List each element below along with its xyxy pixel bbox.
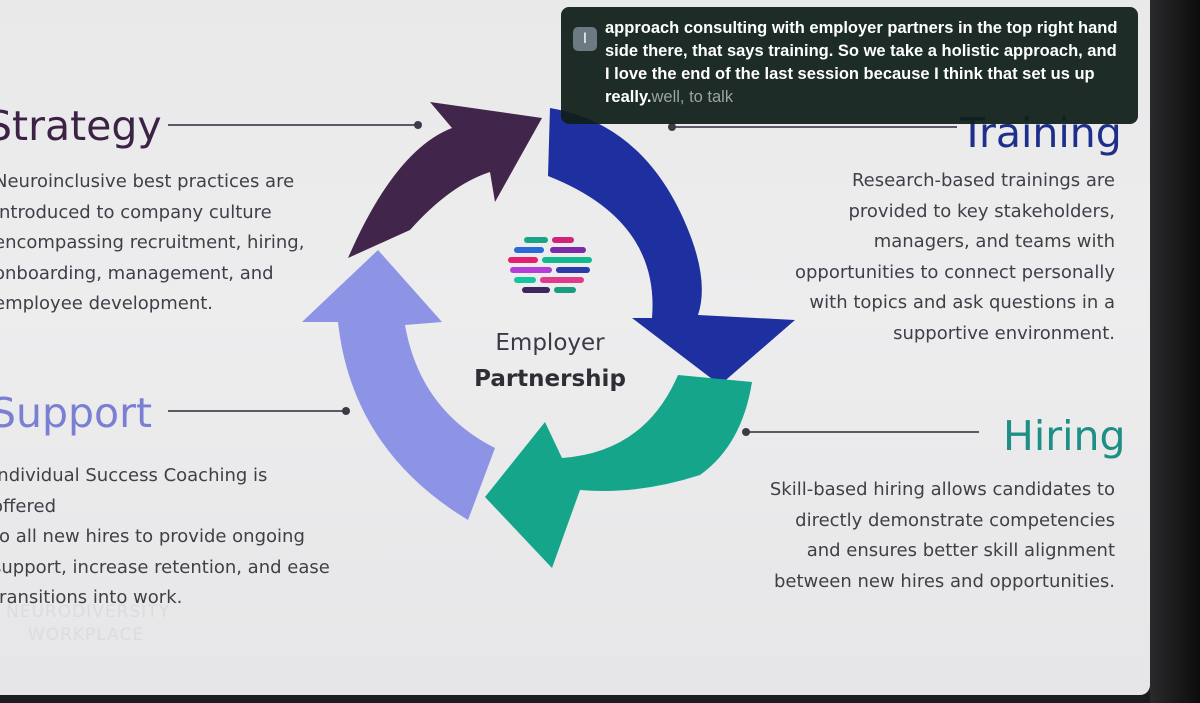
strategy-connector (168, 121, 422, 129)
training-connector (668, 123, 957, 131)
hiring-connector (742, 428, 979, 436)
caption-text: approach consulting with employer partne… (605, 17, 1125, 109)
caption-tail-text: well, to talk (651, 88, 734, 106)
watermark-logo: NEURODIVERSITY WORKPLACE (6, 602, 170, 645)
strategy-arrow (348, 102, 542, 258)
brain-logo-icon (508, 237, 592, 293)
connector-dot (414, 121, 422, 129)
strategy-heading: Strategy (0, 102, 162, 150)
hiring-arrow (485, 375, 752, 568)
hiring-heading: Hiring (1003, 412, 1126, 460)
training-description: Research-based trainings are provided to… (794, 170, 1115, 344)
connector-dot (742, 428, 750, 436)
center-label-employer: Employer (495, 330, 605, 356)
caption-main-text: approach consulting with employer partne… (605, 19, 1118, 106)
support-description: Individual Success Coaching is offered t… (0, 465, 330, 608)
support-heading: Support (0, 389, 153, 437)
support-arrow (302, 250, 495, 520)
strategy-description: Neuroinclusive best practices are introd… (0, 171, 305, 314)
hiring-description: Skill-based hiring allows candidates to … (769, 479, 1115, 592)
center-label-partnership: Partnership (474, 366, 626, 392)
connector-dot (668, 123, 676, 131)
training-arrow (548, 108, 795, 385)
live-caption-overlay: I approach consulting with employer part… (561, 7, 1138, 124)
screen-edge (1150, 0, 1200, 703)
caption-icon: I (573, 27, 597, 51)
cycle-diagram (302, 102, 795, 568)
support-connector (168, 407, 350, 415)
connector-dot (342, 407, 350, 415)
